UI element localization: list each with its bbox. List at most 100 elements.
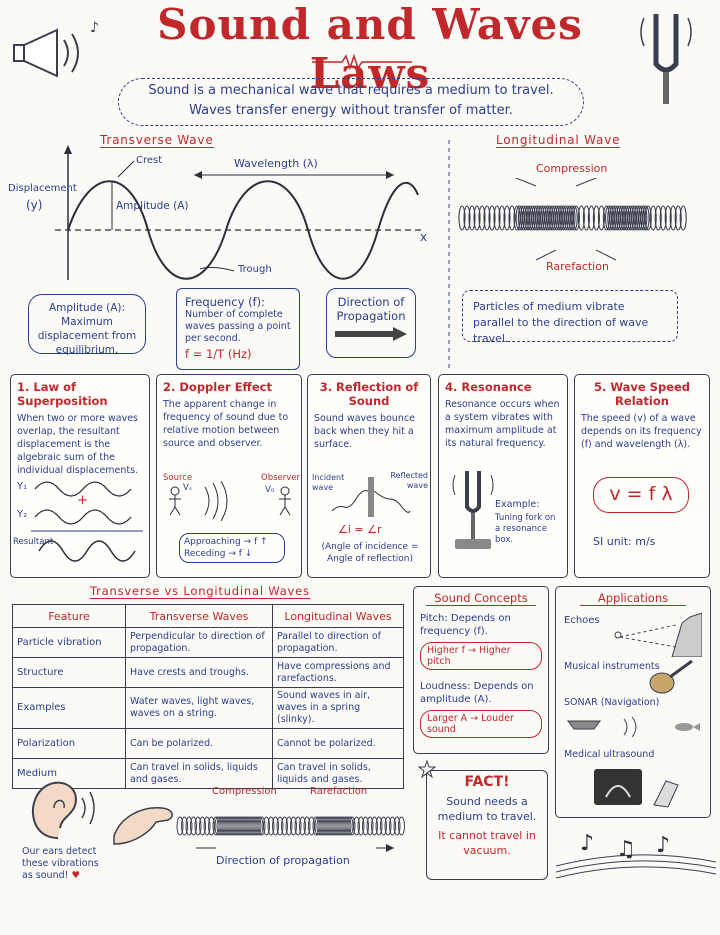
fact-line-2: It cannot travel in vacuum. <box>438 829 536 857</box>
fact-line-1: Sound needs a medium to travel. <box>437 795 537 823</box>
card-title: 2. Doppler Effect <box>163 380 272 394</box>
ear-text: Our ears detect these vibrations as soun… <box>22 846 108 882</box>
sound-concepts-box: Sound Concepts Pitch: Depends on frequen… <box>413 586 549 754</box>
displacement-symbol: (y) <box>26 198 43 212</box>
reflected-label: Reflected wave <box>390 471 428 490</box>
propagation-arrows-icon <box>196 844 394 852</box>
intro-line-1: Sound is a mechanical wave that requires… <box>148 83 554 98</box>
card-title: 5. Wave Speed Relation <box>593 380 691 408</box>
card-text: The apparent change in frequency of soun… <box>163 399 289 449</box>
card-title: 4. Resonance <box>445 380 532 394</box>
intro-box: Sound is a mechanical wave that requires… <box>118 78 584 126</box>
card-resonance: 4. Resonance Resonance occurs when a sys… <box>438 374 568 578</box>
application-item: Medical ultrasound <box>564 749 655 760</box>
plus-sign: + <box>77 493 88 508</box>
sonar-icon <box>567 716 700 738</box>
card-title: 3. Reflection of Sound <box>319 380 419 408</box>
frequency-text: Number of complete waves passing a point… <box>185 309 291 344</box>
table-cell: Have crests and troughs. <box>125 657 273 688</box>
loudness-text: Loudness: Depends on amplitude (A). <box>420 681 534 705</box>
table-cell: Polarization <box>12 728 126 759</box>
observer-label: Observer <box>261 473 300 483</box>
rarefaction-label: Rarefaction <box>546 260 609 273</box>
compression-label: Compression <box>536 162 608 175</box>
slinky-diagram <box>458 178 687 261</box>
reflection-formula: ∠i = ∠r <box>338 523 382 536</box>
table-cell: Structure <box>12 657 126 688</box>
table-header-row: Feature Transverse Waves Longitudinal Wa… <box>12 604 404 628</box>
table-cell: Perpendicular to direction of propagatio… <box>125 627 273 658</box>
incident-label: Incident wave <box>312 473 345 492</box>
longitudinal-box: Particles of medium vibrate parallel to … <box>462 290 678 345</box>
table-cell: Sound waves in air, waves in a spring (s… <box>272 687 404 729</box>
comparison-heading: Transverse vs Longitudinal Waves <box>90 584 310 599</box>
amplitude-definition-box: Amplitude (A): Maximum displacement from… <box>28 294 146 356</box>
column-header: Transverse Waves <box>125 604 273 628</box>
y2-label: Y₂ <box>17 509 28 520</box>
transverse-wave-diagram <box>55 145 425 280</box>
pitch-pill: Higher f → Higher pitch <box>420 642 542 670</box>
frequency-title: Frequency (f): <box>185 295 265 309</box>
table-cell: Particle vibration <box>12 627 126 658</box>
resonance-fork-icon <box>452 471 494 549</box>
table-cell: Examples <box>12 687 126 729</box>
superposition-waves-diagram <box>31 481 143 562</box>
heart-icon: ♥ <box>71 870 80 881</box>
fact-box: FACT! Sound needs a medium to travel. It… <box>426 770 548 880</box>
applications-heading: Applications <box>580 591 686 606</box>
doppler-pill: Approaching → f ↑ Receding → f ↓ <box>179 533 285 563</box>
sound-concepts-heading: Sound Concepts <box>426 591 536 606</box>
source-label: Source <box>163 473 193 483</box>
hand-icon <box>113 807 173 845</box>
card-superposition: 1. Law of Superposition When two or more… <box>10 374 150 578</box>
example-text: Tuning fork on a resonance box. <box>495 513 556 545</box>
star-icon <box>418 760 436 778</box>
intro-line-2: Waves transfer energy without transfer o… <box>189 103 513 118</box>
bottom-rarefaction-label: Rarefaction <box>310 786 368 797</box>
application-item: Musical instruments <box>564 661 660 672</box>
card-wave-speed: 5. Wave Speed Relation The speed (v) of … <box>574 374 710 578</box>
wavelength-label: Wavelength (λ) <box>234 157 318 170</box>
card-title: 1. Law of Superposition <box>17 380 108 408</box>
approaching-label: Approaching → f ↑ <box>184 537 268 547</box>
table-cell: Can travel in solids, liquids and gases. <box>272 758 404 789</box>
guitar-icon <box>649 659 693 694</box>
applications-box: Applications Echoes Musical instruments … <box>555 586 711 818</box>
application-item: Echoes <box>564 615 600 626</box>
frequency-box: Frequency (f): Number of complete waves … <box>176 288 300 370</box>
ear-text-content: Our ears detect these vibrations as soun… <box>22 846 99 881</box>
loudness-pill: Larger A → Louder sound <box>420 710 542 738</box>
svg-text:♪: ♪ <box>580 831 594 856</box>
table-cell: Have compressions and rarefactions. <box>272 657 404 688</box>
page-title: Sound and Waves Laws <box>157 0 583 98</box>
x-axis-label: x <box>420 230 428 244</box>
transverse-heading: Transverse Wave <box>100 133 214 148</box>
longitudinal-divider <box>448 140 450 370</box>
card-text: Sound waves bounce back when they hit a … <box>314 413 415 450</box>
propagation-label: Direction of propagation <box>216 854 350 867</box>
comparison-table: Feature Transverse Waves Longitudinal Wa… <box>12 604 404 789</box>
megaphone-icon: ♪ <box>13 20 99 78</box>
table-cell: Parallel to direction of propagation. <box>272 627 404 658</box>
music-notes-icon: ♪ ♫ ♪ <box>556 831 716 879</box>
tuning-fork-icon <box>640 14 692 104</box>
example-title: Example: <box>495 499 540 510</box>
crest-label: Crest <box>136 155 163 166</box>
receding-label: Receding → f ↓ <box>184 549 253 559</box>
fact-title: FACT! <box>464 774 510 790</box>
frequency-formula: f = 1/T (Hz) <box>185 347 252 361</box>
ear-icon <box>31 781 95 839</box>
longitudinal-heading: Longitudinal Wave <box>496 133 621 148</box>
amplitude-label: Amplitude (A) <box>116 200 189 212</box>
trough-label: Trough <box>238 264 272 275</box>
direction-box: Direction of Propagation <box>326 288 416 358</box>
si-unit-label: SI unit: m/s <box>593 535 656 548</box>
card-text: The speed (v) of a wave depends on its f… <box>581 413 702 450</box>
application-item: SONAR (Navigation) <box>564 697 660 708</box>
card-text: Resonance occurs when a system vibrates … <box>445 399 560 449</box>
card-text: When two or more waves overlap, the resu… <box>17 413 139 476</box>
